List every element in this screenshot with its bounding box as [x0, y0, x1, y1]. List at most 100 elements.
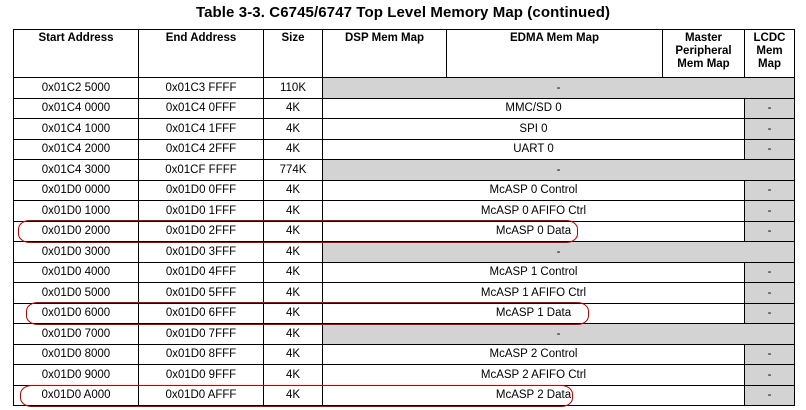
col-header-edma-mem-map: EDMA Mem Map	[446, 29, 663, 78]
cell-size: 4K	[263, 282, 323, 304]
cell-end-address: 0x01C4 0FFF	[138, 97, 264, 119]
col-header-master-peripheral-mem-map: Master Peripheral Mem Map	[662, 29, 745, 78]
cell-start-address: 0x01D0 9000	[13, 364, 139, 386]
cell-size: 4K	[263, 241, 323, 263]
cell-end-address: 0x01CF FFFF	[138, 159, 264, 181]
cell-lcdc-mem-map: -	[744, 179, 795, 201]
cell-lcdc-mem-map: -	[744, 364, 795, 386]
cell-lcdc-mem-map: -	[744, 220, 795, 242]
cell-end-address: 0x01C4 1FFF	[138, 118, 264, 140]
cell-lcdc-mem-map: -	[744, 302, 795, 324]
cell-end-address: 0x01D0 6FFF	[138, 302, 264, 324]
cell-mem-map: McASP 0 AFIFO Ctrl	[322, 200, 745, 222]
cell-size: 4K	[263, 97, 323, 119]
cell-size: 774K	[263, 159, 323, 181]
cell-lcdc-mem-map: -	[744, 138, 795, 160]
col-header-lcdc-mem-map: LCDC Mem Map	[744, 29, 795, 78]
cell-size: 4K	[263, 302, 323, 324]
cell-lcdc-mem-map: -	[744, 200, 795, 222]
cell-start-address: 0x01C4 0000	[13, 97, 139, 119]
cell-lcdc-mem-map: -	[744, 343, 795, 365]
cell-start-address: 0x01D0 3000	[13, 241, 139, 263]
cell-mem-map: SPI 0	[322, 118, 745, 140]
cell-start-address: 0x01C2 5000	[13, 77, 139, 99]
cell-end-address: 0x01D0 0FFF	[138, 179, 264, 201]
col-header-dsp-mem-map: DSP Mem Map	[322, 29, 447, 78]
cell-start-address: 0x01C4 2000	[13, 138, 139, 160]
cell-start-address: 0x01C4 3000	[13, 159, 139, 181]
cell-end-address: 0x01D0 5FFF	[138, 282, 264, 304]
col-header-start-address: Start Address	[13, 29, 139, 78]
cell-size: 4K	[263, 179, 323, 201]
cell-end-address: 0x01D0 4FFF	[138, 261, 264, 283]
cell-mem-map: McASP 0 Data	[322, 220, 745, 242]
col-header-size: Size	[263, 29, 323, 78]
cell-size: 4K	[263, 138, 323, 160]
memory-map-table: Start Address End Address Size DSP Mem M…	[13, 29, 795, 406]
table-title: Table 3-3. C6745/6747 Top Level Memory M…	[195, 4, 611, 21]
cell-end-address: 0x01D0 9FFF	[138, 364, 264, 386]
cell-mem-map: MMC/SD 0	[322, 97, 745, 119]
cell-mem-map: McASP 1 Control	[322, 261, 745, 283]
cell-start-address: 0x01D0 5000	[13, 282, 139, 304]
cell-end-address: 0x01D0 1FFF	[138, 200, 264, 222]
col-header-end-address: End Address	[138, 29, 264, 78]
cell-lcdc-mem-map: -	[744, 384, 795, 406]
cell-mem-map: McASP 2 AFIFO Ctrl	[322, 364, 745, 386]
cell-end-address: 0x01D0 AFFF	[138, 384, 264, 406]
cell-end-address: 0x01C4 2FFF	[138, 138, 264, 160]
cell-size: 4K	[263, 384, 323, 406]
cell-lcdc-mem-map: -	[744, 282, 795, 304]
cell-start-address: 0x01D0 0000	[13, 179, 139, 201]
header-row: Start Address End Address Size DSP Mem M…	[13, 29, 795, 78]
cell-size: 4K	[263, 200, 323, 222]
cell-start-address: 0x01D0 4000	[13, 261, 139, 283]
cell-mem-map: McASP 1 AFIFO Ctrl	[322, 282, 745, 304]
cell-lcdc-mem-map: -	[744, 97, 795, 119]
cell-size: 4K	[263, 323, 323, 345]
cell-start-address: 0x01D0 6000	[13, 302, 139, 324]
cell-start-address: 0x01D0 A000	[13, 384, 139, 406]
cell-size: 4K	[263, 261, 323, 283]
cell-size: 4K	[263, 118, 323, 140]
cell-start-address: 0x01D0 2000	[13, 220, 139, 242]
cell-end-address: 0x01D0 7FFF	[138, 323, 264, 345]
cell-lcdc-mem-map: -	[744, 118, 795, 140]
cell-end-address: 0x01D0 3FFF	[138, 241, 264, 263]
cell-start-address: 0x01D0 8000	[13, 343, 139, 365]
cell-reserved-map: -	[322, 323, 795, 345]
cell-size: 4K	[263, 364, 323, 386]
cell-start-address: 0x01D0 1000	[13, 200, 139, 222]
cell-end-address: 0x01C3 FFFF	[138, 77, 264, 99]
cell-size: 4K	[263, 343, 323, 365]
cell-end-address: 0x01D0 8FFF	[138, 343, 264, 365]
cell-mem-map: UART 0	[322, 138, 745, 160]
cell-mem-map: McASP 2 Data	[322, 384, 745, 406]
cell-lcdc-mem-map: -	[744, 261, 795, 283]
cell-mem-map: McASP 0 Control	[322, 179, 745, 201]
cell-start-address: 0x01C4 1000	[13, 118, 139, 140]
cell-mem-map: McASP 2 Control	[322, 343, 745, 365]
cell-mem-map: McASP 1 Data	[322, 302, 745, 324]
cell-reserved-map: -	[322, 159, 795, 181]
cell-end-address: 0x01D0 2FFF	[138, 220, 264, 242]
cell-reserved-map: -	[322, 77, 795, 99]
cell-size: 4K	[263, 220, 323, 242]
cell-size: 110K	[263, 77, 323, 99]
